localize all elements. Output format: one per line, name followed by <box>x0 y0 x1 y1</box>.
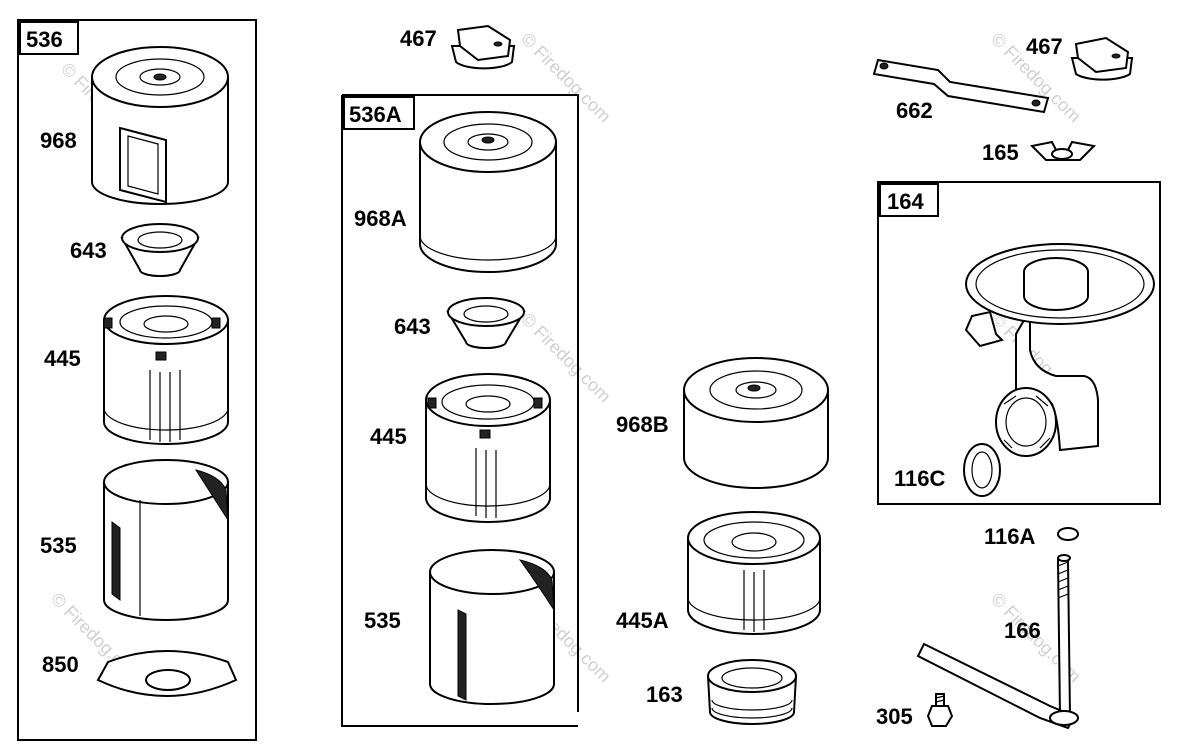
part-445-filter-left <box>103 295 229 445</box>
group-536-frame <box>17 19 257 741</box>
label-445-left: 445 <box>44 346 81 371</box>
group-164-label-box <box>879 183 939 217</box>
part-643-middle <box>446 297 526 349</box>
group-536A-label-box <box>343 96 415 130</box>
group-536A-label: 536A <box>349 102 402 127</box>
part-535-sleeve-left <box>103 459 229 621</box>
part-643-left <box>120 223 200 277</box>
watermark-2: © Firedog.com <box>517 29 615 127</box>
part-467-knob-right <box>1070 36 1134 81</box>
part-535-sleeve-middle <box>429 549 555 705</box>
group-164: 164 116C <box>877 181 1161 505</box>
group-536A: 536A 968A 643 <box>341 94 579 727</box>
label-643-middle: 643 <box>394 314 431 339</box>
label-535-middle: 535 <box>364 608 401 633</box>
part-163-adapter <box>706 659 798 725</box>
label-968B: 968B <box>616 412 669 437</box>
part-850-washer <box>96 650 238 697</box>
part-164-elbow-adapter <box>964 243 1155 457</box>
part-968B-cover <box>683 357 829 489</box>
label-968A: 968A <box>354 206 407 231</box>
part-116A-washer <box>1057 527 1079 541</box>
label-535-left: 535 <box>40 533 77 558</box>
label-445A: 445A <box>616 608 669 633</box>
label-166: 166 <box>1004 618 1041 643</box>
label-165: 165 <box>982 140 1019 165</box>
label-163: 163 <box>646 682 683 707</box>
part-165-wing-nut <box>1029 140 1097 161</box>
group-164-frame <box>877 181 1161 505</box>
group-536A-frame <box>341 94 579 727</box>
part-445-filter-middle <box>425 373 551 523</box>
label-305: 305 <box>876 704 913 729</box>
label-643-left: 643 <box>70 238 107 263</box>
label-445-middle: 445 <box>370 424 407 449</box>
label-850: 850 <box>42 652 79 677</box>
part-166-rod <box>1056 554 1072 717</box>
group-164-label: 164 <box>887 189 924 214</box>
group-536: 536 968 643 <box>17 19 257 741</box>
part-445A-filter <box>687 511 821 635</box>
label-116C: 116C <box>894 466 945 491</box>
part-968A-cover <box>419 111 557 273</box>
group-536-label-box <box>19 21 79 55</box>
part-305-bolt <box>926 693 954 727</box>
part-968-cover <box>91 46 229 205</box>
part-116C-gasket <box>963 443 1001 497</box>
part-166-bracket <box>916 642 1079 730</box>
group-536-label: 536 <box>26 27 63 52</box>
label-116A: 116A <box>984 524 1035 549</box>
label-662: 662 <box>896 98 933 123</box>
label-467-right: 467 <box>1026 34 1063 59</box>
label-968: 968 <box>40 128 77 153</box>
part-467-knob-middle <box>450 24 516 70</box>
part-662-bracket <box>872 58 1050 114</box>
label-467-middle: 467 <box>400 26 437 51</box>
